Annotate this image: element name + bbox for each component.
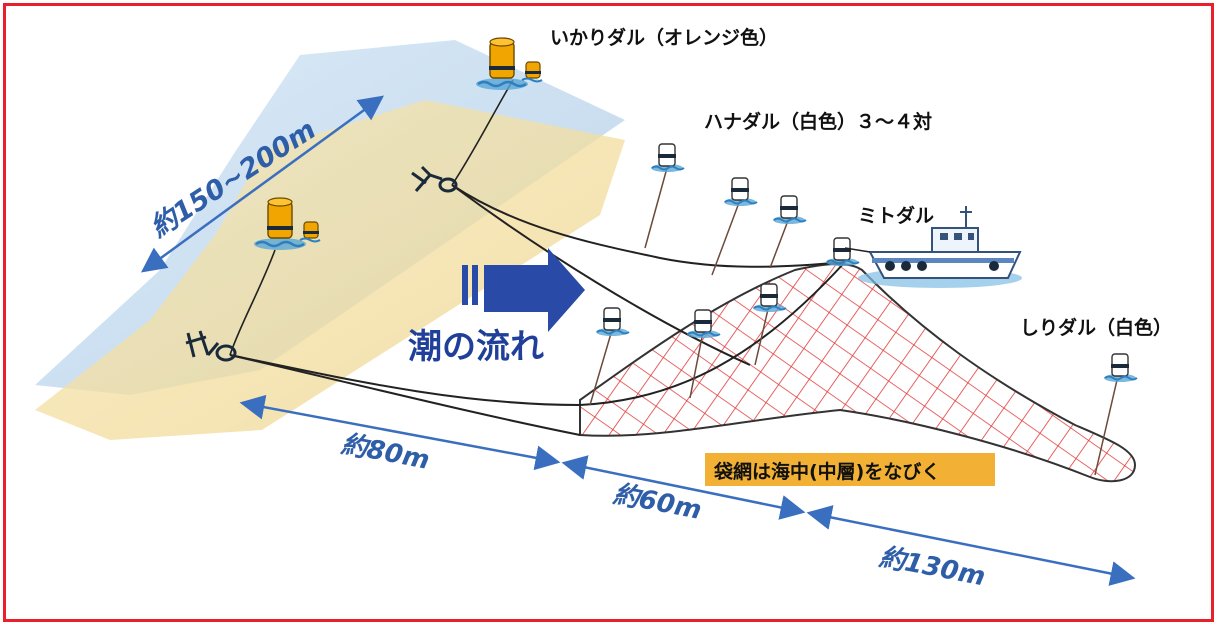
white-buoy-icon	[1103, 353, 1138, 383]
white-buoy-icon	[595, 307, 630, 337]
segment-3-label: 約130m	[877, 542, 988, 592]
ikari-daru-label: いかりダル（オレンジ色）	[550, 26, 778, 49]
tide-arrow-icon	[462, 248, 585, 332]
fishing-boat-icon	[844, 206, 1022, 288]
mito-daru-label: ミトダル	[858, 204, 934, 227]
shiri-daru-label: しりダル（白色）	[1020, 316, 1172, 339]
buoy-tethers	[589, 167, 1118, 476]
anchor-icon	[411, 165, 458, 193]
white-buoy-icon	[772, 195, 807, 225]
length-dimension-arrows	[239, 394, 1136, 586]
bag-net-mesh	[579, 263, 1137, 483]
white-buoy-icon	[650, 143, 685, 173]
anchor-icon	[185, 330, 237, 362]
white-buoy-icon	[723, 177, 758, 207]
segment-2-label: 約60m	[611, 479, 704, 525]
net-note-text: 袋網は海中(中層)をなびく	[713, 460, 940, 483]
white-buoy-icon	[825, 237, 860, 267]
hana-daru-label: ハナダル（白色）３～４対	[704, 110, 932, 133]
tide-flow-label: 潮の流れ	[408, 327, 544, 367]
width-dimension-arrow	[140, 95, 385, 273]
